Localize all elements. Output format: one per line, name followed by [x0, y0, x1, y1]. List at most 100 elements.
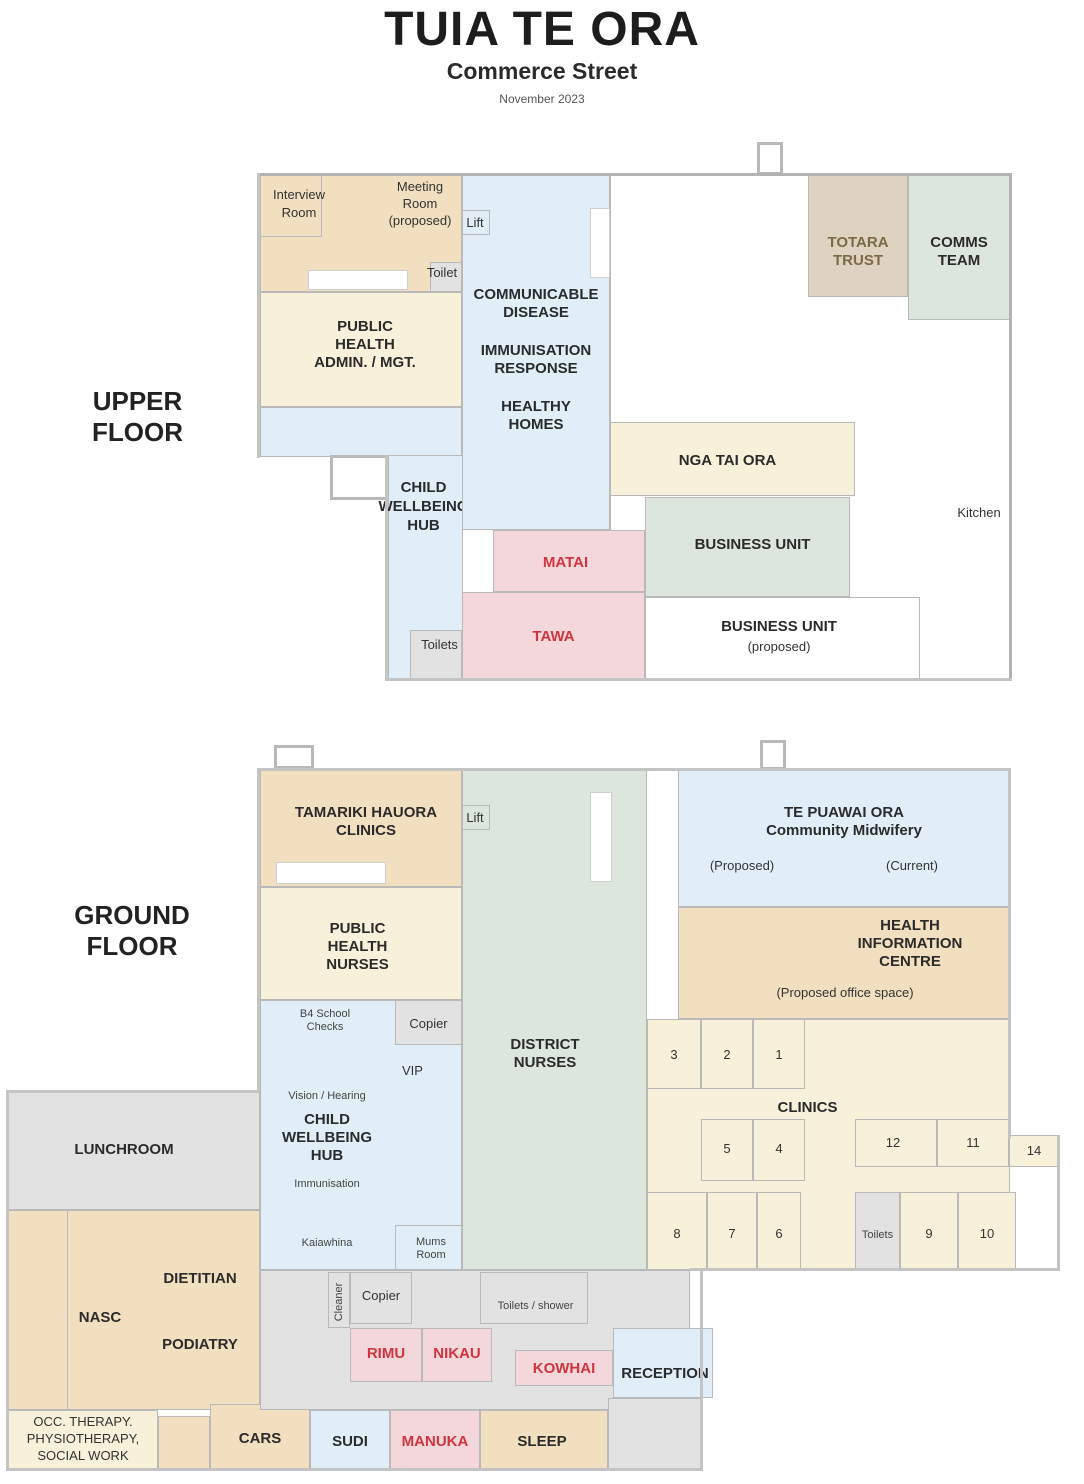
vision-hearing-label: Vision / Hearing [288, 1090, 366, 1102]
clinic-7-label: 7 [728, 1226, 736, 1241]
clinic-room-7 [707, 1192, 757, 1270]
child-wellbeing-hub-upper-label: CHILD WELLBEING HUB [378, 479, 469, 534]
clinic-room-4 [753, 1119, 805, 1181]
sleep-label: SLEEP [517, 1433, 567, 1450]
ground-floor-label: GROUND FLOOR [74, 900, 190, 961]
toilets-shower-label: Toilets / shower [497, 1300, 574, 1312]
public-health-admin-label: PUBLIC HEALTH ADMIN. / MGT. [314, 318, 416, 371]
matai-room [493, 530, 645, 592]
health-information-centre-room [678, 907, 1010, 1019]
upper-stair-tower [757, 142, 783, 175]
sudi-label: SUDI [332, 1433, 368, 1450]
plan-title: TUIA TE ORA [384, 3, 700, 56]
mums-room-label: Mums Room [416, 1236, 446, 1261]
business-unit-proposed-label: BUSINESS UNIT [721, 618, 837, 635]
ground-stair-tower [760, 740, 786, 770]
occ-therapy-label: OCC. THERAPY. PHYSIOTHERAPY, SOCIAL WORK [26, 1414, 140, 1463]
clinic-room-10 [958, 1192, 1016, 1270]
west-tan-strip [8, 1210, 68, 1410]
b4-school-checks-label: B4 School Checks [299, 1008, 351, 1033]
plan-date: November 2023 [499, 92, 585, 106]
te-puawai-ora-label: TE PUAWAI ORA Community Midwifery [766, 804, 922, 839]
lunchroom-north-wall [6, 1090, 260, 1093]
business-unit-label: BUSINESS UNIT [694, 536, 811, 553]
health-information-centre-label: HEALTH INFORMATION CENTRE [857, 917, 963, 970]
ground-clinic-toilets [855, 1192, 900, 1270]
manuka-room [390, 1410, 480, 1470]
reception-label: RECEPTION [621, 1365, 709, 1382]
interview-room [260, 175, 322, 237]
clinic-9-label: 9 [925, 1226, 933, 1241]
mums-room [395, 1225, 462, 1270]
upper-west-wall-lower [385, 455, 388, 681]
interview-room-label: Interview Room [272, 187, 326, 220]
clinic-2-label: 2 [723, 1047, 731, 1062]
ground-stairs-west [276, 862, 386, 884]
clinic-8-label: 8 [673, 1226, 681, 1241]
upper-toilet [430, 262, 462, 292]
tawa-label: TAWA [532, 628, 575, 645]
business-unit-room [645, 497, 850, 597]
nikau-room [422, 1328, 492, 1382]
ground-east-wall-2 [1057, 1135, 1060, 1270]
ground-east-wall [1008, 768, 1011, 1138]
district-nurses-room [462, 770, 647, 1270]
plan-subtitle: Commerce Street [446, 58, 638, 84]
occ-storage-room [158, 1416, 210, 1470]
kowhai-room [515, 1350, 613, 1386]
upper-lift-label: Lift [466, 215, 484, 230]
te-puawai-ora-current: (Current) [885, 858, 938, 873]
upper-toilets-room [410, 630, 462, 679]
ground-west-wall-upper [257, 768, 260, 1093]
lunchroom-room [8, 1092, 260, 1210]
ground-clinic-toilets-label: Toilets [861, 1229, 894, 1241]
public-health-admin-room [260, 292, 462, 407]
totara-trust-room [808, 175, 908, 297]
te-puawai-ora-proposed: (Proposed) [709, 858, 775, 873]
clinic-room-2 [701, 1019, 753, 1089]
clinic-1-label: 1 [775, 1047, 783, 1062]
clinic-11-label: 11 [966, 1135, 980, 1150]
clinic-12-label: 12 [885, 1135, 901, 1150]
business-unit-proposed-note: (proposed) [747, 639, 811, 654]
upper-floor-label: UPPER FLOOR [92, 386, 183, 447]
comms-team-label: COMMS TEAM [930, 234, 988, 269]
immunisation-response-label: IMMUNISATION RESPONSE [480, 342, 592, 377]
kaiawhina-label: Kaiawhina [301, 1237, 353, 1249]
sleep-room [480, 1410, 608, 1470]
nikau-label: NIKAU [433, 1345, 481, 1362]
immunisation-label: Immunisation [294, 1178, 360, 1190]
cleaner-label: Cleaner [333, 1282, 345, 1322]
clinic-room-5 [701, 1119, 753, 1181]
sudi-room [310, 1410, 390, 1470]
ground-lift-label: Lift [466, 810, 484, 825]
clinic-room-12 [855, 1119, 937, 1167]
upper-south-wall [385, 678, 1012, 681]
copier-label: Copier [409, 1016, 448, 1031]
ground-west-wall [6, 1090, 9, 1470]
matai-label: MATAI [542, 554, 589, 571]
public-health-nurses-label: PUBLIC HEALTH NURSES [326, 920, 389, 973]
toilets-shower-room [480, 1272, 588, 1324]
district-nurses-label: DISTRICT NURSES [510, 1036, 580, 1071]
cars-label: CARS [238, 1430, 282, 1447]
clinic-4-label: 4 [775, 1141, 783, 1156]
ground-lobby-wall [700, 1270, 703, 1471]
copier-room-2 [350, 1272, 412, 1324]
proposed-office-space-label: (Proposed office space) [776, 985, 914, 1000]
clinic-14-label: 14 [1026, 1143, 1042, 1158]
upper-toilets-label: Toilets [421, 637, 458, 652]
te-puawai-ora-room [678, 770, 1010, 907]
communicable-disease-label: COMMUNICABLE DISEASE [473, 286, 599, 321]
dietitian-label: DIETITIAN [163, 1270, 237, 1287]
occ-therapy-room [8, 1410, 158, 1470]
vip-label: VIP [402, 1063, 423, 1078]
rimu-label: RIMU [366, 1345, 406, 1362]
entrance-lobby [608, 1398, 703, 1470]
kitchen-label: Kitchen [957, 505, 1001, 520]
ground-east-south-wall [690, 1268, 1060, 1271]
clinic-5-label: 5 [723, 1141, 731, 1156]
meeting-room-label: Meeting Room (proposed) [388, 179, 452, 228]
upper-stairs-west [308, 270, 408, 290]
business-unit-proposed-room [645, 597, 920, 679]
